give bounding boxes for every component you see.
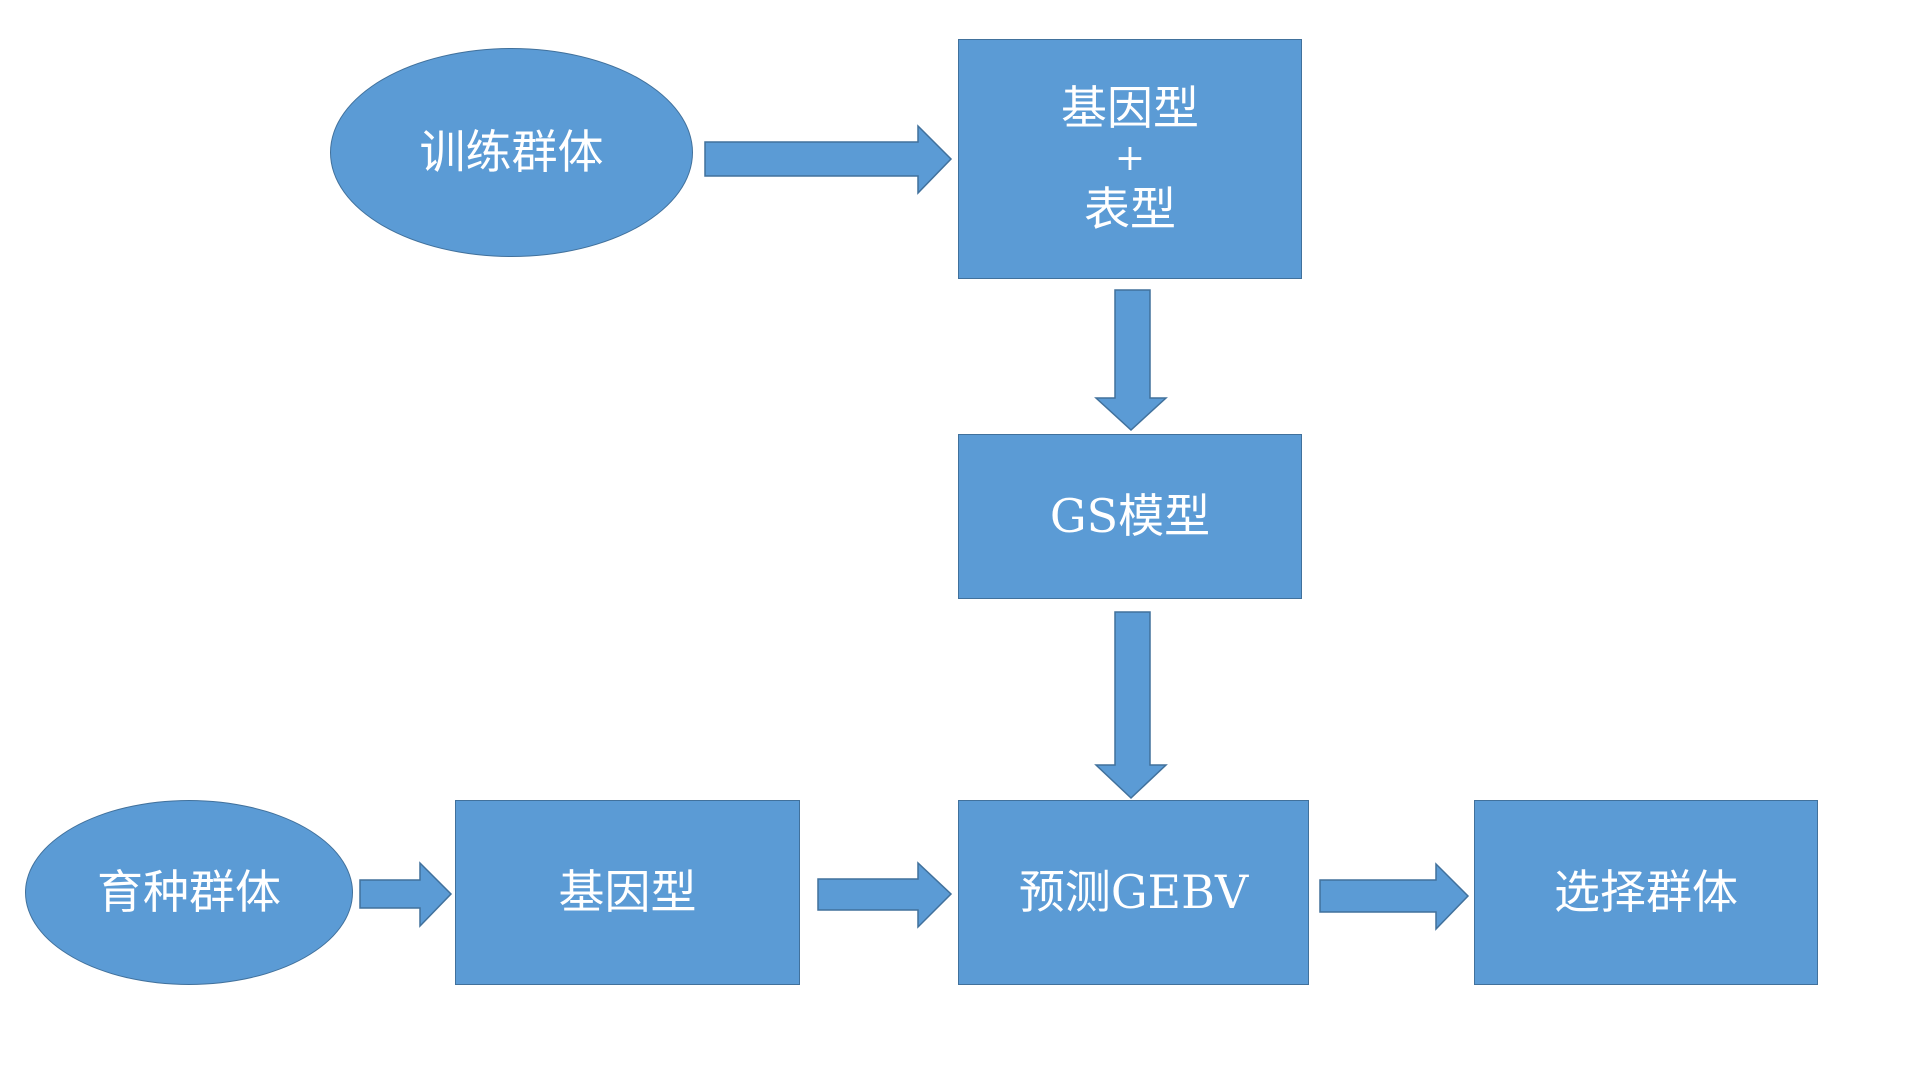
predict-gebv-box: 预测GEBV (958, 800, 1309, 985)
genotype-label: 基因型 (558, 864, 697, 919)
arrow-genotype-phenotype-to-gs-model (1094, 289, 1168, 432)
arrow-training-to-genotype-phenotype (704, 124, 953, 195)
gs-model-label: GS模型 (1049, 488, 1211, 543)
arrow-breeding-to-genotype (359, 861, 453, 928)
selected-population-box: 选择群体 (1474, 800, 1818, 985)
breeding-population-label: 育种群体 (97, 864, 281, 919)
breeding-population-ellipse: 育种群体 (25, 800, 353, 985)
arrow-gs-model-to-predict-gebv (1094, 611, 1168, 800)
selected-population-label: 选择群体 (1554, 864, 1738, 919)
genotype-phenotype-plus: + (1114, 138, 1146, 180)
genotype-phenotype-box: 基因型 + 表型 (958, 39, 1302, 279)
genotype-phenotype-line1: 基因型 (1061, 80, 1199, 135)
genotype-phenotype-line2: 表型 (1084, 181, 1176, 236)
training-population-ellipse: 训练群体 (330, 48, 693, 257)
training-population-label: 训练群体 (419, 124, 604, 179)
arrow-predict-gebv-to-selected (1319, 862, 1470, 931)
genotype-box: 基因型 (455, 800, 800, 985)
arrow-genotype-to-predict-gebv (817, 861, 953, 929)
predict-gebv-label: 预测GEBV (1018, 864, 1249, 919)
gs-model-box: GS模型 (958, 434, 1302, 599)
